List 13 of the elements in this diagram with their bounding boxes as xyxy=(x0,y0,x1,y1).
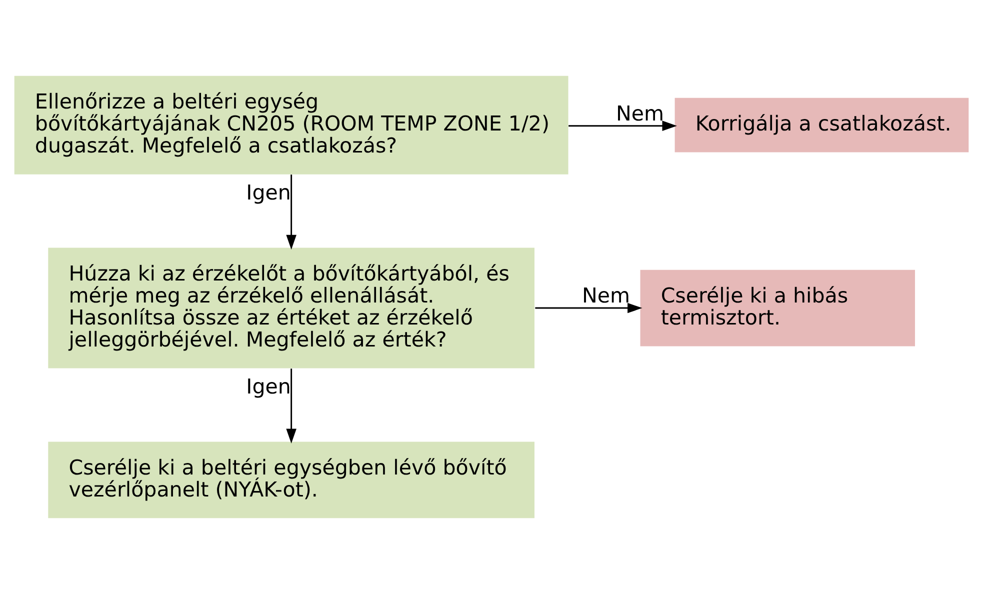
node-box: Cserélje ki a beltéri egységben lévő bővítő vezérlőpanelt (NYÁK-ot). xyxy=(48,441,534,518)
arrow xyxy=(286,368,296,444)
edge-label: Nem xyxy=(616,100,664,125)
node-box: Cserélje ki a hibás termisztort. xyxy=(640,269,916,346)
node-box: Húzza ki az érzékelőt a bővítőkártyából, és mérje meg az érzékelő ellenállását. Hasonlítsa össze az értéket az érzékelő jelleggörbéjével. Megfelelő az érték? xyxy=(48,247,534,368)
arrow xyxy=(568,120,677,130)
edge-label: Nem xyxy=(582,282,630,307)
arrow xyxy=(286,174,296,250)
arrow xyxy=(535,302,642,313)
node-box: Korrigálja a csatlakozást. xyxy=(674,97,969,152)
node-box: Ellenőrizze a beltéri egység bővítőkártyájának CN205 (ROOM TEMP ZONE 1/2) dugaszát. Megfelelő a csatlakozás? xyxy=(14,75,568,174)
edge-label: Igen xyxy=(246,180,291,204)
edge-label: Igen xyxy=(246,374,291,398)
